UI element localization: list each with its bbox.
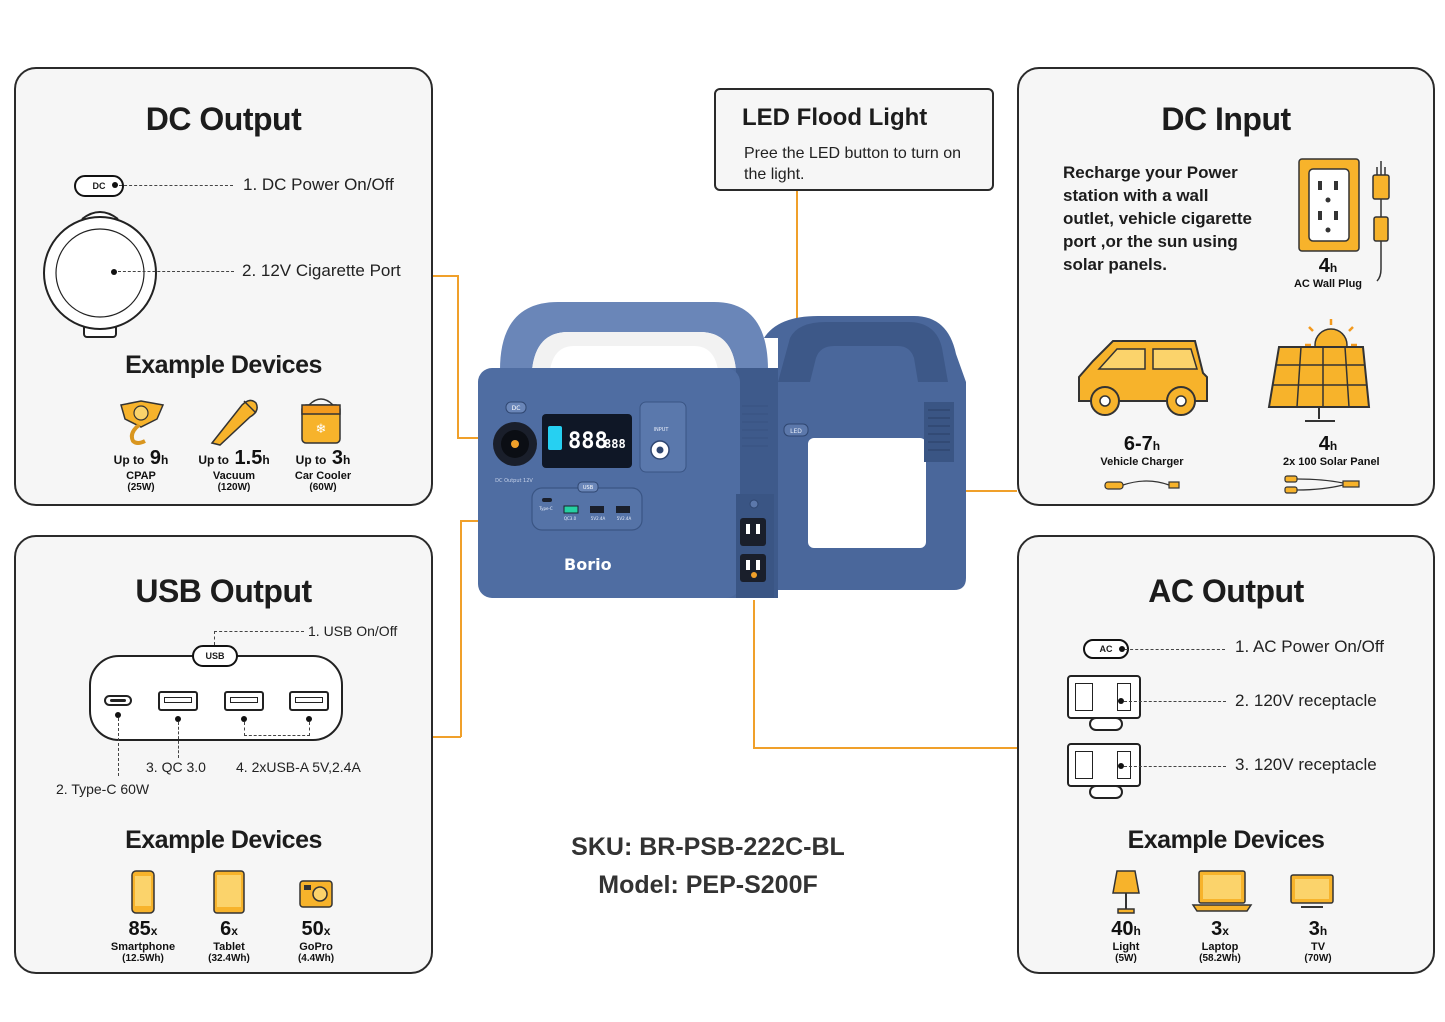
usb-power-button[interactable]: USB [192, 645, 238, 667]
qc3-port-icon[interactable] [158, 691, 198, 711]
usb-callout-3: 3. QC 3.0 [146, 759, 206, 775]
usb-callout-2: 2. Type-C 60W [56, 781, 150, 797]
model-text: Model: PEP-S200F [598, 871, 818, 899]
dc-output-title: DC Output [145, 101, 302, 137]
ac-receptacle-icon-2[interactable] [1067, 743, 1141, 787]
connector-usb-output [433, 736, 461, 738]
dc-power-button[interactable]: DC [74, 175, 124, 197]
svg-text:❄: ❄ [316, 422, 327, 437]
ac-output-title: AC Output [1148, 573, 1304, 609]
source-solar-panel: 4h 2x 100 Solar Panel [1283, 433, 1380, 468]
dc-input-panel: DC Input Recharge your Power station wit… [1017, 67, 1435, 506]
led-description: Pree the LED button to turn on the light… [744, 145, 962, 183]
usb-callout-1: 1. USB On/Off [308, 623, 398, 639]
vacuum-icon [210, 399, 258, 446]
tablet-icon [213, 870, 245, 914]
ac-callout-2: 2. 120V receptacle [1235, 691, 1377, 710]
connector-dc-output [433, 275, 458, 277]
input-port-label: INPUT [654, 427, 670, 433]
port-label-usb-a-2: 5V2.4A [617, 516, 632, 521]
device-laptop: 3x Laptop (58.2Wh) [1199, 918, 1241, 964]
solar-panel-icon [1267, 319, 1371, 422]
gopro-icon [299, 880, 333, 908]
usb-examples-title: Example Devices [125, 826, 322, 854]
cpap-mask-icon [120, 400, 165, 445]
solar-cable-icon [1284, 475, 1360, 494]
dc-output-panel: DC Output DC 1. DC Power On/Off 2. 12V C… [14, 67, 433, 506]
dc-input-description: Recharge your Power station with a wall … [1063, 163, 1252, 274]
device-gopro: 50x GoPro (4.4Wh) [297, 918, 335, 964]
laptop-icon [1191, 870, 1253, 912]
sku-text: SKU: BR-PSB-222C-BL [571, 833, 845, 861]
power-station-illustration: LED 888 888 DC DC Output 12V INPUT USB Q… [478, 302, 966, 598]
lamp-icon [1112, 870, 1140, 914]
ac-callout-1: 1. AC Power On/Off [1235, 637, 1384, 656]
usb-output-title: USB Output [135, 573, 312, 609]
ac-receptacle-icon-1[interactable] [1067, 675, 1141, 719]
dc-button-label: DC [512, 405, 521, 412]
device-vacuum: Up to 1.5h Vacuum (120W) [198, 447, 270, 493]
port-label-type-c: Type-C [538, 506, 553, 511]
device-smartphone: 85x Smartphone (12.5Wh) [110, 918, 176, 964]
device-tablet: 6x Tablet (32.4Wh) [208, 918, 250, 964]
smartphone-icon [131, 870, 155, 914]
led-title: LED Flood Light [742, 104, 928, 131]
usb-a-port-icon-1[interactable] [224, 691, 264, 711]
ac-output-panel: AC Output AC 1. AC Power On/Off 2. 120V … [1017, 535, 1435, 974]
tv-icon [1290, 874, 1334, 908]
device-car-cooler: Up to 3h Car Cooler (60W) [294, 447, 352, 493]
dc-callout-2: 2. 12V Cigarette Port [242, 261, 401, 280]
vehicle-charger-cable-icon [1104, 480, 1180, 490]
car-cooler-icon: ❄ [301, 398, 341, 444]
device-tv: 3h TV (70W) [1304, 918, 1332, 964]
screen-digits-small: 888 [604, 437, 626, 451]
usb-a-port-icon-2[interactable] [289, 691, 329, 711]
port-label-qc3: QC3.0 [564, 516, 577, 521]
type-c-port-icon[interactable] [104, 695, 132, 706]
connector-led [796, 191, 798, 421]
ac-examples-title: Example Devices [1127, 826, 1325, 854]
usb-callout-4: 4. 2xUSB-A 5V,2.4A [236, 759, 361, 775]
ac-callout-3: 3. 120V receptacle [1235, 755, 1377, 774]
led-flood-light-box: LED Flood Light Pree the LED button to t… [714, 88, 994, 191]
vehicle-icon [1078, 340, 1208, 416]
sku-block: SKU: BR-PSB-222C-BL Model: PEP-S200F [520, 828, 896, 904]
dc-examples-title: Example Devices [125, 351, 322, 379]
usb-button-label: USB [583, 485, 594, 491]
source-vehicle-charger: 6-7h Vehicle Charger [1100, 433, 1184, 468]
device-light: 40h Light (5W) [1111, 918, 1141, 964]
connector-ac-output [753, 600, 755, 748]
dc-port-label: DC Output 12V [495, 478, 533, 484]
screen-digits: 888 [568, 429, 608, 454]
dc-callout-1: 1. DC Power On/Off [243, 175, 394, 194]
wall-outlet-icon [1298, 158, 1390, 282]
device-cpap: Up to 9h CPAP (25W) [113, 447, 169, 493]
brand-logo: Borio [564, 555, 612, 574]
dc-input-title: DC Input [1161, 101, 1291, 137]
cigarette-port-icon [43, 211, 157, 338]
source-wall-plug: 4h AC Wall Plug [1293, 255, 1363, 290]
usb-output-panel: USB Output 1. USB On/Off USB 2. Type-C 6… [14, 535, 433, 974]
port-label-usb-a-1: 5V2.4A [591, 516, 606, 521]
led-button-label: LED [790, 428, 802, 435]
